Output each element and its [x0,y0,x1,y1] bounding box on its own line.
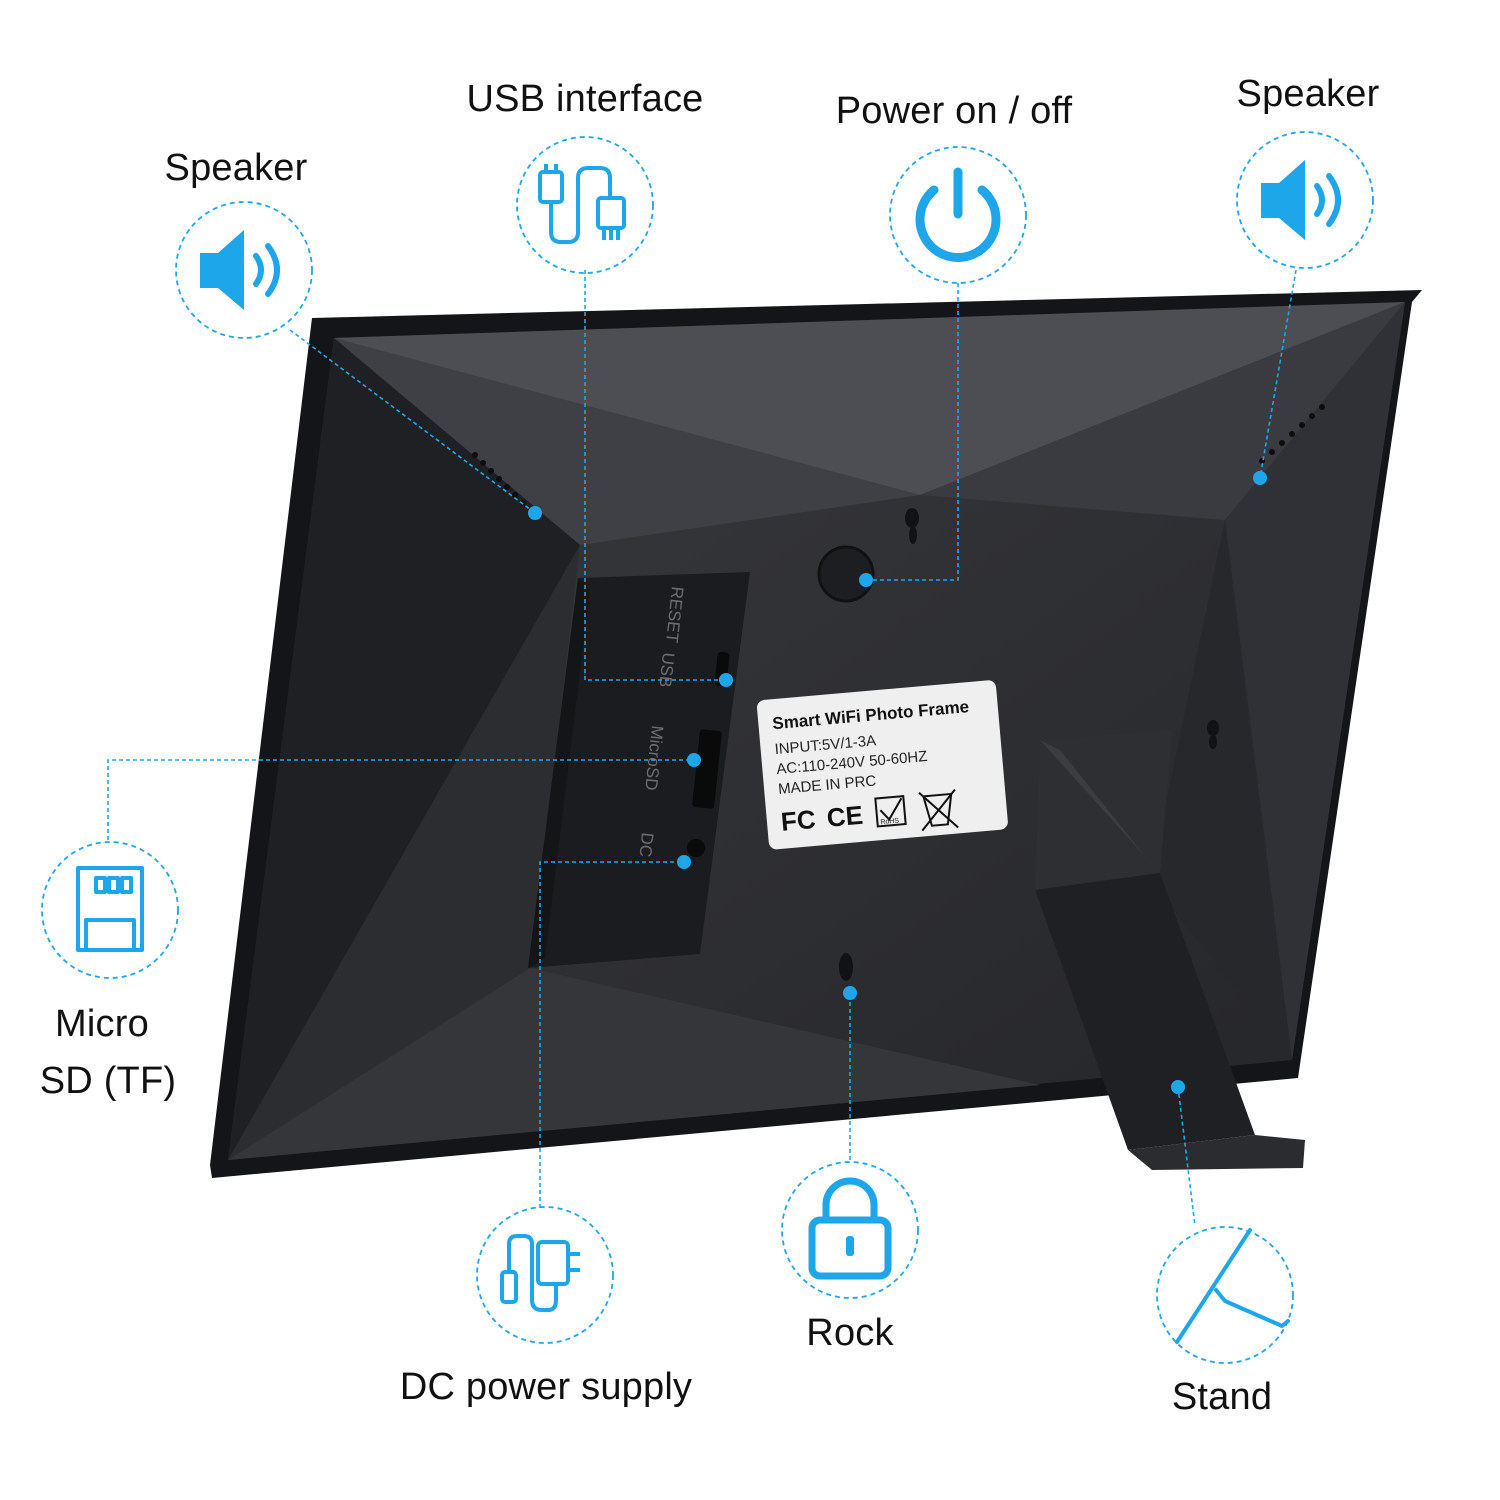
power-adapter-icon [500,1234,580,1312]
callout-circle-micro-sd [41,841,179,979]
callout-circle-dc [476,1206,614,1344]
callout-circle-speaker-left [175,201,313,339]
label-speaker-left: Speaker [164,147,308,189]
leader-lines [107,269,1297,1227]
speaker-icon [1261,160,1341,240]
label-micro-sd-line2: SD (TF) [39,1060,177,1102]
speaker-grille-left [472,452,526,506]
ce-mark: CE [826,800,865,833]
callout-circle-speaker-right [1236,131,1374,269]
port-label-dc: DC [635,832,656,858]
rating-sticker: Smart WiFi Photo Frame INPUT:5V/1-3A AC:… [757,680,1008,850]
callout-circle-stand [1156,1226,1294,1364]
label-stand: Stand [1171,1376,1273,1418]
rohs-mark: RoHS [874,795,907,828]
power-button[interactable] [817,545,875,603]
weee-bin-icon [918,788,959,832]
sd-card-icon [76,866,144,952]
label-micro-sd-line1: Micro [55,1003,149,1045]
photo-frame: RESET USB MicroSD DC Smart WiFi Photo Fr… [210,290,1422,1178]
label-usb-interface: USB interface [466,78,704,120]
label-dc-power-supply: DC power supply [399,1366,693,1408]
wall-mount-keyhole [839,508,1219,981]
svg-text:RoHS: RoHS [880,818,900,827]
frame-stand [1035,730,1305,1170]
port-label-usb: USB [655,652,678,689]
label-speaker-right: Speaker [1236,73,1380,115]
callout-circle-usb [516,136,654,274]
speaker-icon [200,230,280,310]
speaker-grille-right [1259,404,1325,464]
power-icon [915,167,1001,262]
stand-icon [1175,1228,1290,1344]
lock-icon [808,1177,892,1280]
fcc-mark: FC [780,804,817,837]
label-power-on-off: Power on / off [835,90,1073,132]
label-rock: Rock [806,1312,894,1354]
callout-circle-rock [781,1161,919,1299]
usb-cable-icon [538,164,626,244]
anchor-dots [528,471,1267,1094]
callout-circle-power [889,146,1027,284]
